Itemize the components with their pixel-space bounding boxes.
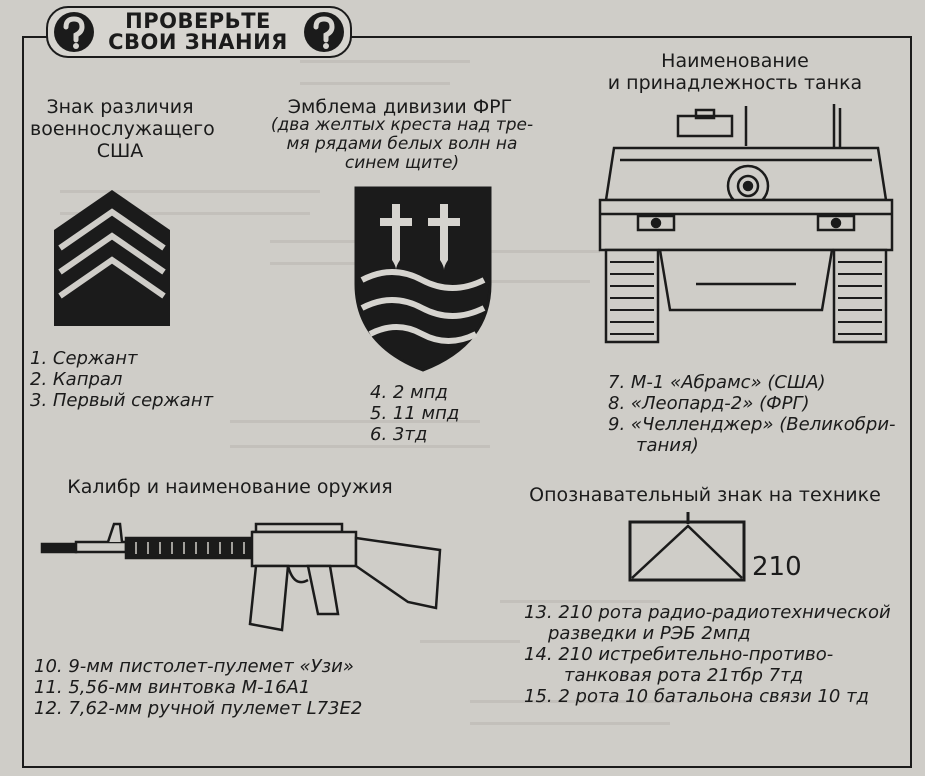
answer-option: 15. 2 рота 10 батальона связи 10 тд [524,686,869,707]
emblem-heading: Эмблема дивизии ФРГ [287,96,513,118]
answer-option: 2. Капрал [30,369,123,390]
banner-title-line: СВОИ ЗНАНИЯ [108,30,288,54]
weapon-options: 10. 9-мм пистолет-пулемет «Узи» 11. 5,56… [34,656,362,719]
subheading-line: (два желтых креста над тре- [270,115,534,135]
subheading-line: мя рядами белых волн на [286,134,518,154]
tactical-sign-image [628,512,746,582]
vehicle-sign-heading: Опознавательный знак на технике [529,484,881,506]
answer-option: 5. 11 мпд [370,403,460,424]
emblem-subheading: (два желтых креста над тре- мя рядами бе… [262,116,542,173]
answer-option: 8. «Леопард-2» (ФРГ) [608,393,810,414]
answer-option: 14. 210 истребительно-противо- [524,644,834,665]
vehicle-sign-options: 13. 210 рота радио-радиотехнической разв… [524,602,891,707]
answer-option: 1. Сержант [30,348,138,369]
insignia-heading: Знак различия военнослужащего США [30,96,215,162]
answer-option: 3. Первый сержант [30,390,214,411]
division-shield-emblem [354,186,492,372]
question-mark-icon [54,12,94,52]
emblem-options: 4. 2 мпд 5. 11 мпд 6. 3тд [370,382,459,445]
weapon-heading: Калибр и наименование оружия [67,476,393,498]
answer-option: 11. 5,56-мм винтовка М-16А1 [34,677,311,698]
answer-option-continuation: тания) [636,435,699,456]
insignia-options: 1. Сержант 2. Капрал 3. Первый сержант [30,348,213,411]
answer-option: 7. М-1 «Абрамс» (США) [608,372,826,393]
answer-option: 10. 9-мм пистолет-пулемет «Узи» [34,656,354,677]
heading-line: Наименование [661,50,809,72]
tank-front-view-image [598,104,894,344]
answer-option: 6. 3тд [370,424,428,445]
question-mark-icon [304,12,344,52]
chevron-insignia-image [54,190,170,326]
sign-number: 210 [752,552,802,582]
heading-line: военнослужащего [30,118,215,140]
answer-option-continuation: разведки и РЭБ 2мпд [548,623,751,644]
quiz-frame [22,36,912,768]
answer-option: 13. 210 рота радио-радиотехнической [524,602,891,623]
answer-option: 9. «Челленджер» (Великобри- [608,414,896,435]
tank-heading: Наименование и принадлежность танка [590,50,880,94]
banner-title-line: ПРОВЕРЬТЕ [125,9,271,33]
heading-line: и принадлежность танка [607,72,863,94]
banner-title: ПРОВЕРЬТЕ СВОИ ЗНАНИЯ [88,11,308,53]
answer-option: 4. 2 мпд [370,382,448,403]
answer-option: 12. 7,62-мм ручной пулемет L73E2 [34,698,363,719]
rifle-image [40,522,442,632]
subheading-line: синем щите) [344,153,460,173]
answer-option-continuation: танковая рота 21тбр 7тд [564,665,804,686]
heading-line: США [96,140,144,162]
heading-line: Знак различия [46,96,194,118]
tank-options: 7. М-1 «Абрамс» (США) 8. «Леопард-2» (ФР… [608,372,896,456]
quiz-banner [46,6,352,58]
